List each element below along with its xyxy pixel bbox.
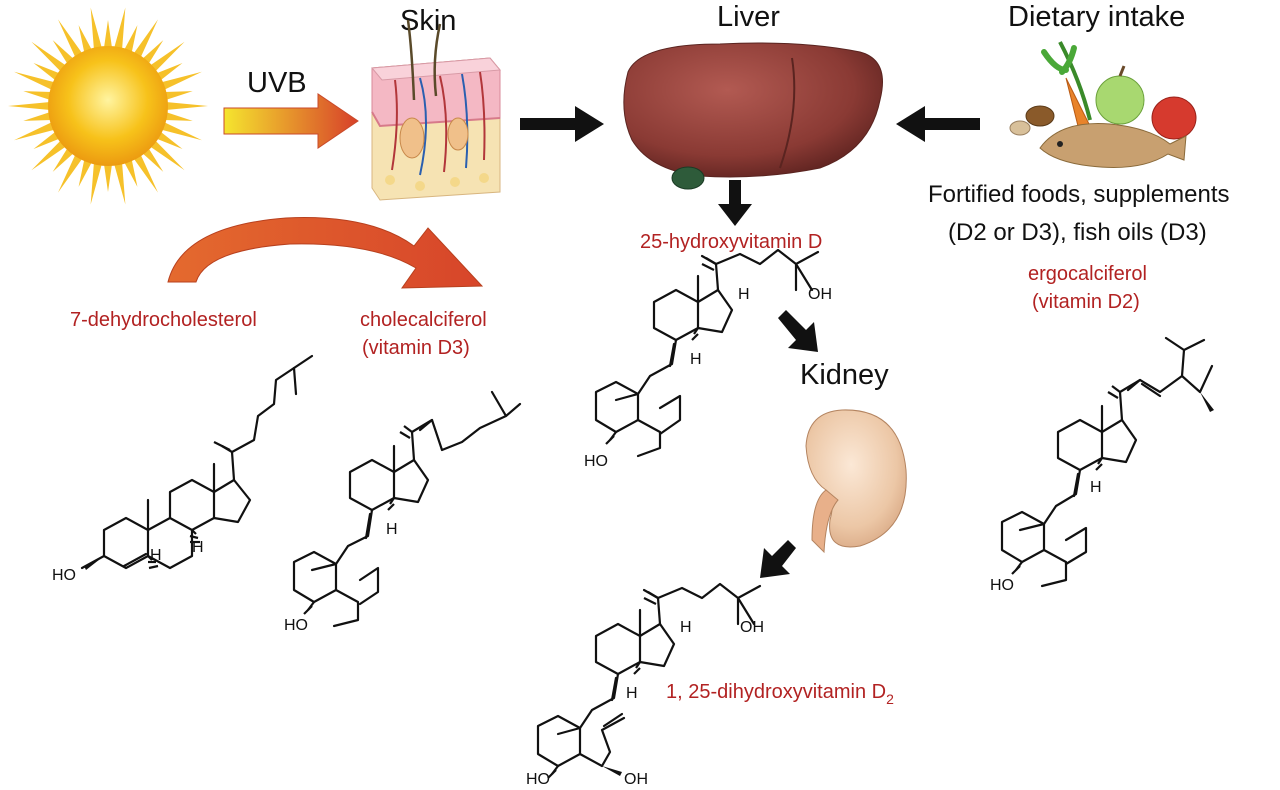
svg-text:H: H	[150, 547, 162, 564]
sun-ray	[52, 147, 74, 172]
sun-ray	[133, 19, 158, 58]
label-7-dehydrocholesterol: 7-dehydrocholesterol	[70, 309, 257, 331]
svg-text:H: H	[626, 685, 638, 702]
svg-text:HO: HO	[52, 567, 76, 584]
uvb-label: UVB	[247, 67, 307, 99]
dietary-foods-icon	[1009, 41, 1197, 168]
sun-ray	[156, 131, 183, 149]
sun-ray	[31, 140, 67, 171]
svg-text:H: H	[386, 521, 398, 538]
sun-ray	[142, 40, 164, 65]
svg-text:H: H	[738, 286, 750, 303]
svg-text:H: H	[1090, 479, 1102, 496]
sun-ray	[142, 147, 164, 172]
sun-ray	[160, 121, 202, 141]
curved-conversion-arrow	[167, 217, 484, 289]
arrow-skin-to-liver	[520, 106, 604, 142]
sun-ray	[14, 71, 56, 91]
svg-text:H: H	[680, 619, 692, 636]
sun-ray	[58, 19, 83, 58]
sun-ray	[8, 101, 51, 111]
sun-ray	[52, 40, 74, 65]
sun-ray	[103, 20, 113, 49]
arrow-kidney-to-dihydroxy	[760, 540, 796, 578]
label-vitamin-d3: (vitamin D3)	[362, 337, 470, 359]
sun-ray	[14, 121, 56, 141]
label-vitamin-d2: (vitamin D2)	[1032, 291, 1140, 313]
label-25-hydroxyvitamin-d: 25-hydroxyvitamin D	[640, 231, 822, 253]
sun-icon	[8, 7, 208, 205]
sun-ray	[78, 25, 93, 54]
svg-text:HO: HO	[990, 577, 1014, 594]
sun-ray	[164, 91, 193, 100]
sun-ray	[90, 162, 102, 205]
label-dihydroxy-subscript: 2	[886, 691, 894, 707]
svg-text:OH: OH	[624, 771, 648, 788]
molecule-7-dehydrocholesterol: HO H H	[52, 354, 314, 584]
sun-ray	[114, 162, 126, 205]
label-cholecalciferol: cholecalciferol	[360, 309, 487, 331]
sun-ray	[33, 63, 60, 81]
molecule-1-25-dihydroxyvitamin-d: H OH H HO OH	[526, 582, 764, 788]
sun-ray	[149, 140, 185, 171]
liver-header: Liver	[717, 1, 780, 33]
sun-ray	[114, 7, 126, 50]
svg-text:HO: HO	[526, 771, 550, 788]
sun-ray	[165, 101, 208, 111]
sun-ray	[23, 91, 52, 100]
sun-ray	[133, 154, 158, 193]
dietary-text-line2: (D2 or D3), fish oils (D3)	[948, 219, 1207, 246]
sun-ray	[123, 25, 138, 54]
svg-text:H: H	[690, 351, 702, 368]
label-ergocalciferol: ergocalciferol	[1028, 263, 1147, 285]
arrow-dietary-to-liver	[896, 106, 980, 142]
label-dihydroxy-main: 1, 25-dihydroxyvitamin D	[666, 681, 886, 703]
sun-ray	[58, 154, 83, 193]
kidney-icon	[805, 409, 907, 554]
dietary-text-line1: Fortified foods, supplements	[928, 181, 1230, 208]
sun-ray	[90, 7, 102, 50]
sun-ray	[149, 41, 185, 72]
liver-icon	[623, 42, 883, 190]
molecule-ergocalciferol: H HO	[990, 336, 1214, 594]
molecule-cholecalciferol: H HO	[284, 390, 522, 634]
label-1-25-dihydroxyvitamin-d: 1, 25-dihydroxyvitamin D2	[666, 681, 894, 707]
kidney-header: Kidney	[800, 359, 889, 391]
sun-ray	[23, 112, 52, 121]
dietary-header: Dietary intake	[1008, 1, 1185, 33]
sun-ray	[78, 158, 93, 187]
svg-text:HO: HO	[584, 453, 608, 470]
svg-text:HO: HO	[284, 617, 308, 634]
sun-ray	[123, 158, 138, 187]
arrow-to-kidney	[778, 310, 818, 352]
sun-ray	[160, 71, 202, 91]
sun-ray	[33, 131, 60, 149]
skin-cross-section-icon	[371, 19, 501, 201]
uvb-arrow	[223, 93, 359, 149]
arrow-liver-down	[718, 180, 752, 226]
sun-ray	[31, 41, 67, 72]
sun-ray	[103, 163, 113, 192]
svg-text:OH: OH	[808, 286, 832, 303]
sun-ray	[156, 63, 183, 81]
molecule-25-hydroxyvitamin-d: H OH H HO	[584, 248, 832, 470]
sun-ray	[164, 112, 193, 121]
svg-text:H: H	[192, 539, 204, 556]
svg-text:OH: OH	[740, 619, 764, 636]
